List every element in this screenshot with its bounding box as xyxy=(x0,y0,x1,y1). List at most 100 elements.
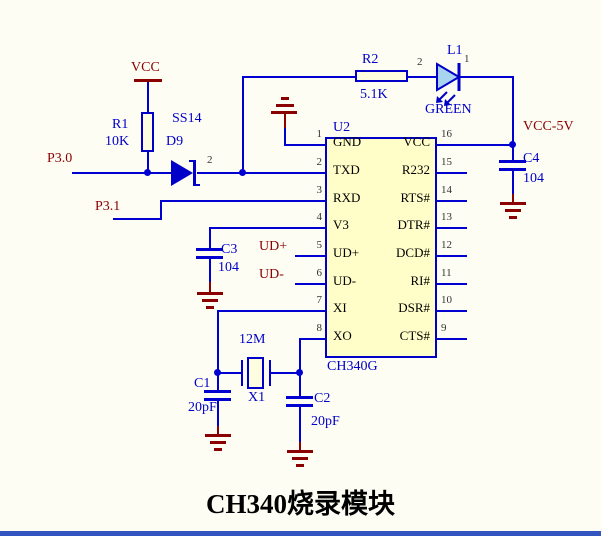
capacitor-plate xyxy=(204,398,231,401)
pin-name-dtr: DTR# xyxy=(397,217,431,232)
wire-pin1-gnd xyxy=(284,144,325,146)
pin-name-udplus: UD+ xyxy=(333,245,360,260)
net-label-p3-0: P3.0 xyxy=(47,151,73,166)
r1-value: 10K xyxy=(105,134,130,149)
pin-name-txd: TXD xyxy=(333,162,360,177)
pin-name-gnd: GND xyxy=(333,134,362,149)
wire-led-to-corner xyxy=(459,76,513,78)
net-label-vcc-5v: VCC-5V xyxy=(523,119,574,134)
junction-dot xyxy=(509,141,516,148)
capacitor-plate xyxy=(499,160,526,163)
junction-dot xyxy=(296,369,303,376)
r2-designator: R2 xyxy=(362,52,379,67)
pin-number-12: 12 xyxy=(441,239,452,251)
pin-name-vcc: VCC xyxy=(403,134,430,149)
pin-stub-9 xyxy=(437,338,467,340)
c4-designator: C4 xyxy=(523,151,540,166)
pin-name-xo: XO xyxy=(333,328,352,343)
x1-value: 12M xyxy=(239,332,266,347)
pin-number-16: 16 xyxy=(441,128,452,140)
junction-dot xyxy=(144,169,151,176)
wire-r2-to-led xyxy=(408,76,437,78)
pin-name-rxd: RXD xyxy=(333,190,361,205)
resistor-body xyxy=(355,70,408,82)
wire-xtal-right-lead xyxy=(271,372,301,374)
wire-xo xyxy=(300,338,325,340)
pin-number-10: 10 xyxy=(441,294,452,306)
wire-r1-to-node xyxy=(147,152,149,174)
l1-designator: L1 xyxy=(447,43,463,58)
wire-node-riser xyxy=(242,76,244,174)
c3-designator: C3 xyxy=(221,242,238,257)
wire-rxd xyxy=(160,200,325,202)
pin-stub-15 xyxy=(437,172,467,174)
wire-c4-to-gnd xyxy=(512,171,514,194)
pin-name-dcd: DCD# xyxy=(396,245,430,260)
pin-number-15: 15 xyxy=(441,156,452,168)
capacitor-plate xyxy=(286,396,313,399)
pin-number-13: 13 xyxy=(441,211,452,223)
l1-color-label: GREEN xyxy=(425,102,472,117)
led-icon xyxy=(436,62,461,106)
pin-name-ri: RI# xyxy=(410,273,431,288)
wire-vcc5v-riser xyxy=(512,76,514,162)
pin-number-3: 3 xyxy=(316,184,323,196)
pin-number-14: 14 xyxy=(441,184,452,196)
pin-number-6: 6 xyxy=(316,267,323,279)
diode-icon xyxy=(171,160,200,186)
pin-number-2: 2 xyxy=(316,156,323,168)
crystal-plate xyxy=(241,360,243,386)
pin-name-xi: XI xyxy=(333,300,347,315)
c1-value: 20pF xyxy=(188,400,217,415)
pin-stub-11 xyxy=(437,283,467,285)
l1-pin2-number: 2 xyxy=(417,56,423,68)
capacitor-plate xyxy=(286,404,313,407)
u2-designator: U2 xyxy=(333,120,351,135)
vcc-power-bar xyxy=(134,79,162,82)
net-label-vcc: VCC xyxy=(131,60,160,75)
net-label-p3-1: P3.1 xyxy=(95,199,121,214)
d9-part: SS14 xyxy=(172,111,202,126)
pin-number-9: 9 xyxy=(441,322,447,334)
page-title: CH340烧录模块 xyxy=(206,489,395,519)
pin-name-v3: V3 xyxy=(333,217,349,232)
l1-pin1-number: 1 xyxy=(464,53,470,65)
capacitor-plate xyxy=(196,248,223,251)
crystal-body xyxy=(247,357,264,389)
pin-number-4: 4 xyxy=(316,211,323,223)
pin-name-udminus: UD- xyxy=(333,273,357,288)
sheet-border-bottom xyxy=(0,531,601,536)
resistor-body xyxy=(141,112,154,152)
capacitor-plate xyxy=(196,256,223,259)
c3-value: 104 xyxy=(218,260,239,275)
net-label-ud-minus: UD- xyxy=(259,267,284,282)
wire-top-to-r2 xyxy=(242,76,355,78)
c4-value: 104 xyxy=(523,171,544,186)
pin-stub-12 xyxy=(437,255,467,257)
d9-designator: D9 xyxy=(166,134,184,149)
pin-number-11: 11 xyxy=(441,267,452,279)
pin-number-1: 1 xyxy=(316,128,323,140)
pin-stub-10 xyxy=(437,310,467,312)
net-label-ud-plus: UD+ xyxy=(259,239,288,254)
ic-body xyxy=(325,137,437,358)
c2-designator: C2 xyxy=(314,391,331,406)
wire-xi-down xyxy=(217,310,219,390)
wire-udplus-stub xyxy=(295,255,325,257)
wire-vcc-to-r1 xyxy=(147,82,149,112)
wire-p31 xyxy=(113,218,162,220)
wire-xi xyxy=(218,310,325,312)
junction-dot xyxy=(214,369,221,376)
wire-v3 xyxy=(210,227,325,229)
wire-xo-down xyxy=(299,338,301,396)
capacitor-plate xyxy=(499,168,526,171)
u2-part-number: CH340G xyxy=(327,359,378,374)
pin-name-rts: RTS# xyxy=(400,190,430,205)
x1-designator: X1 xyxy=(248,390,266,405)
wire-pin16-vcc xyxy=(437,144,514,146)
wire-gnd1-stem xyxy=(284,126,286,145)
pin-name-r232: R232 xyxy=(401,162,430,177)
pin-stub-14 xyxy=(437,200,467,202)
pin-number-8: 8 xyxy=(316,322,323,334)
